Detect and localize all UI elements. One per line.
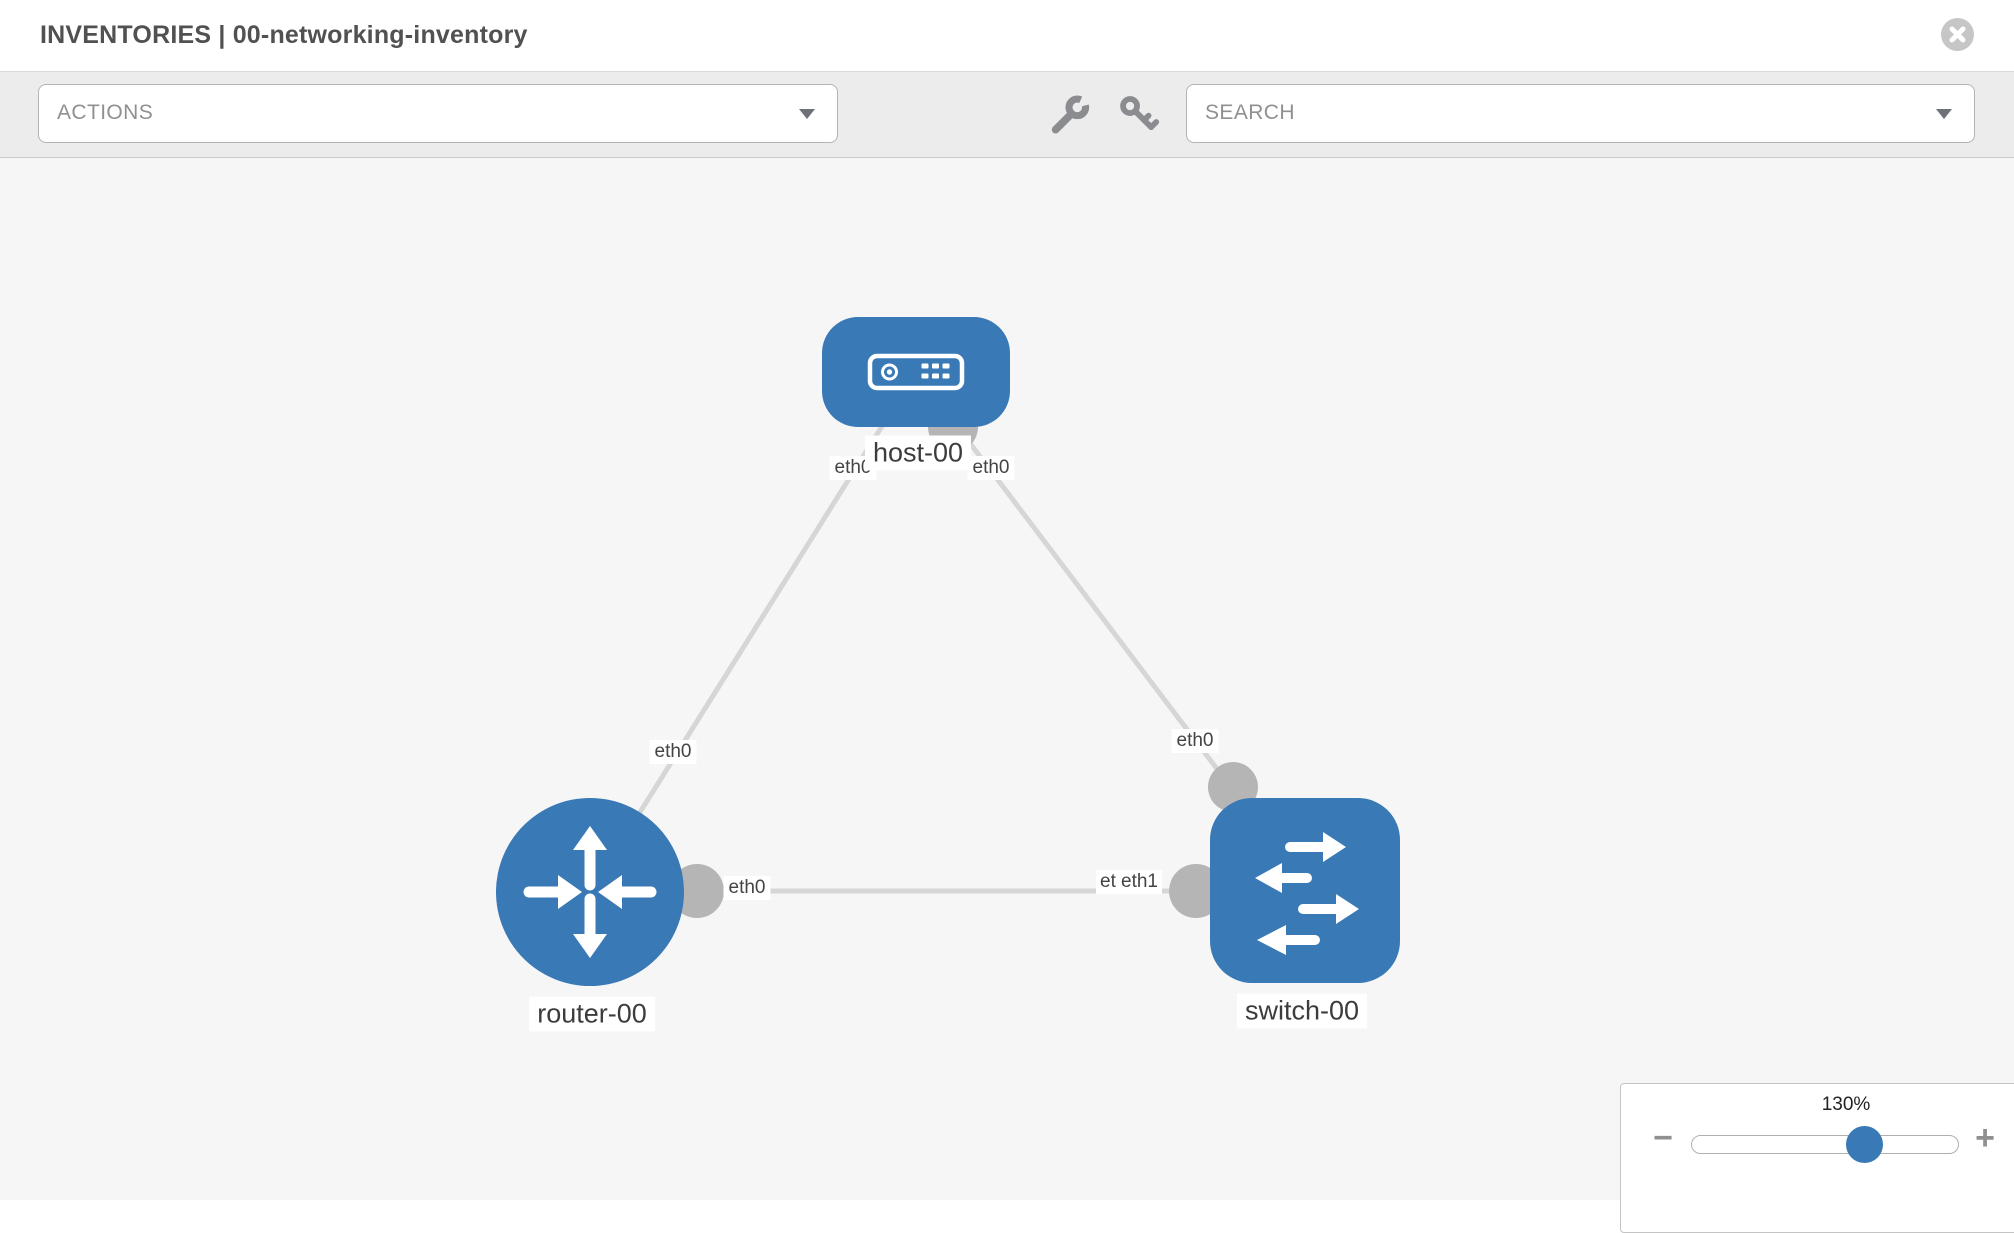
node-switch-00[interactable]: [1210, 798, 1400, 983]
close-button[interactable]: [1941, 18, 1974, 51]
wrench-icon: [1051, 93, 1094, 134]
key-icon: [1120, 96, 1160, 131]
actions-dropdown-label: ACTIONS: [57, 101, 154, 124]
topology-canvas[interactable]: eth0 eth0 eth0 eth0 eth0 eth0 eth1 host-…: [0, 158, 2014, 1233]
interface-label: eth1: [1117, 870, 1162, 894]
zoom-level-value: 130%: [1821, 1094, 1871, 1115]
search-dropdown-label: SEARCH: [1205, 101, 1295, 124]
actions-dropdown[interactable]: ACTIONS: [38, 84, 838, 143]
zoom-out-button[interactable]: −: [1653, 1119, 1673, 1157]
configure-button[interactable]: [1046, 92, 1094, 138]
node-label-host: host-00: [864, 435, 972, 471]
chevron-down-icon: [799, 109, 815, 119]
toolbar: ACTIONS SEARCH: [0, 72, 2014, 158]
router-icon: [523, 826, 657, 958]
zoom-slider-track[interactable]: [1691, 1135, 1959, 1154]
interface-label: eth0: [967, 456, 1015, 480]
node-router-00[interactable]: [496, 798, 684, 986]
close-icon: [1949, 26, 1966, 43]
interface-label: eth0: [1171, 729, 1219, 753]
chevron-down-icon: [1936, 109, 1952, 119]
interface-label: eth0: [723, 876, 771, 900]
node-label-switch: switch-00: [1236, 993, 1368, 1029]
page-title: INVENTORIES | 00-networking-inventory: [40, 21, 528, 49]
switch-icon: [1255, 832, 1359, 955]
interface-dot-router-eth0[interactable]: [670, 864, 724, 918]
credentials-button[interactable]: [1116, 92, 1162, 138]
zoom-slider-knob[interactable]: [1846, 1126, 1883, 1163]
node-label-router: router-00: [529, 996, 655, 1032]
panel-header: INVENTORIES | 00-networking-inventory: [0, 0, 2014, 72]
zoom-in-button[interactable]: +: [1975, 1119, 1995, 1157]
interface-dot-switch-eth1[interactable]: [1169, 864, 1223, 918]
host-icon: [867, 353, 965, 391]
interface-label: eth0: [649, 740, 697, 764]
node-host-00[interactable]: [822, 317, 1010, 427]
zoom-panel: 130% − +: [1620, 1083, 2014, 1233]
search-dropdown[interactable]: SEARCH: [1186, 84, 1975, 143]
